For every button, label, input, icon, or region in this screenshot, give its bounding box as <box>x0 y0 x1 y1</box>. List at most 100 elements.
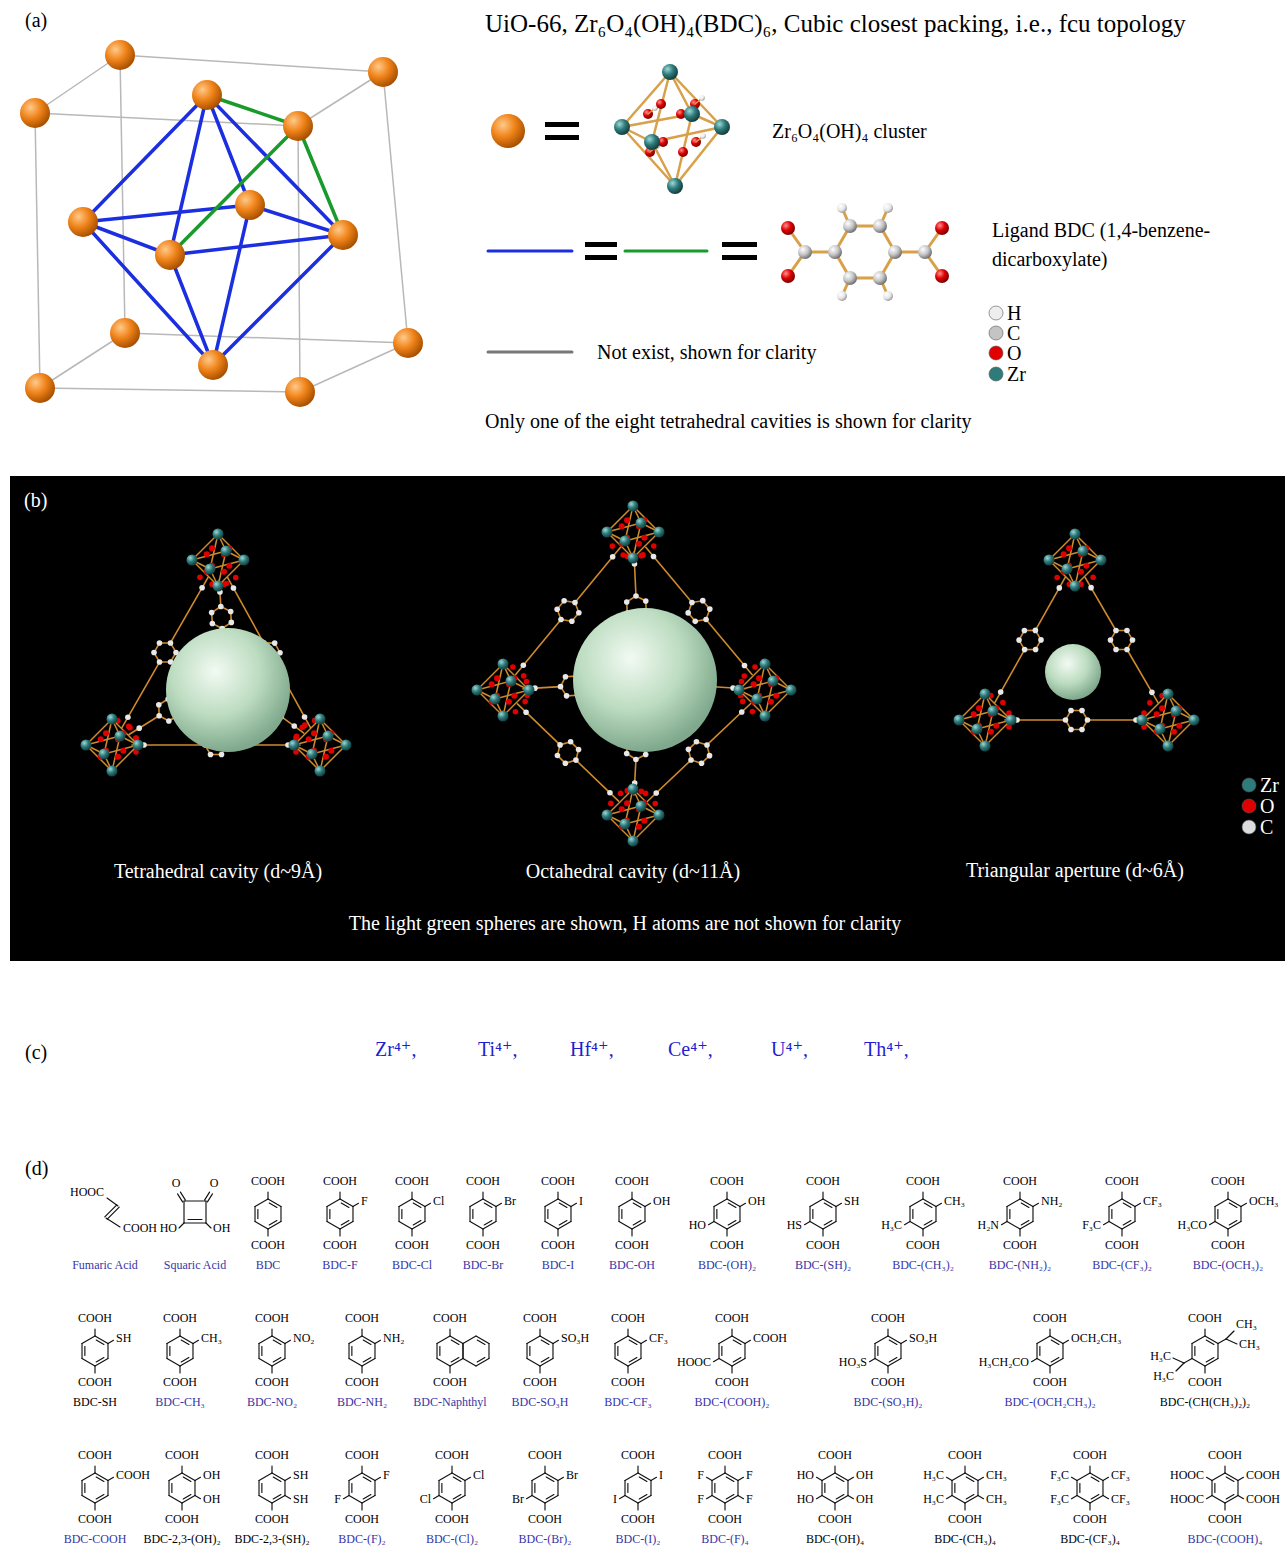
cluster-bond <box>1142 694 1168 720</box>
bond-line <box>107 1481 108 1496</box>
bond-line <box>1192 1359 1205 1367</box>
substituent-label: COOH <box>528 1513 562 1527</box>
bond-line <box>327 1222 340 1230</box>
panel-note: The light green spheres are shown, H ato… <box>349 912 902 935</box>
substituent-label: H₃C <box>923 1493 944 1507</box>
substituent-label: COOH <box>433 1312 467 1326</box>
bond-line <box>398 1207 399 1222</box>
bond-line <box>1039 1347 1040 1356</box>
zirconium-atom <box>760 711 771 722</box>
substituent-label: COOH <box>753 1332 787 1346</box>
bond-line <box>470 1222 483 1230</box>
bond-line <box>82 1473 95 1481</box>
zirconium-atom <box>614 119 630 135</box>
zirconium-atom <box>1163 689 1174 700</box>
bond-line <box>184 1200 206 1201</box>
bond-line <box>817 1477 823 1480</box>
bond-line <box>619 1222 632 1230</box>
zirconium-atom <box>980 689 991 700</box>
bond-line <box>1019 1229 1020 1236</box>
cluster-bond <box>1049 534 1075 560</box>
zirconium-atom <box>654 810 665 821</box>
bond-line <box>1020 1222 1033 1230</box>
linker-name: BDC-CF₃ <box>604 1396 652 1410</box>
bond-line <box>614 1344 615 1359</box>
carbon-atom <box>643 752 649 758</box>
substituent-label-holder: CH₃ <box>986 1493 1007 1507</box>
linker-name-holder: BDC-(COOH)₂ <box>695 1396 770 1410</box>
oxygen-atom <box>636 824 642 830</box>
bond-line <box>527 1496 533 1499</box>
substituent-label-holder: HOOC <box>1170 1493 1204 1507</box>
cluster-bond <box>633 789 659 815</box>
legend-swatch <box>989 346 1003 360</box>
linker-bond <box>517 704 560 745</box>
bond-line <box>1205 1359 1218 1367</box>
substituent-label-holder: Br <box>512 1493 524 1507</box>
bond-line <box>1091 1495 1099 1499</box>
substituent-label: COOH <box>255 1312 289 1326</box>
legend-text-holder: O <box>1260 795 1274 818</box>
bond-line <box>183 1477 191 1481</box>
substituent-label-holder: COOH <box>78 1376 112 1390</box>
oxygen-atom <box>1154 711 1160 717</box>
bond-line <box>95 1359 108 1367</box>
bond-line <box>451 1503 452 1510</box>
bond-line <box>629 1358 637 1362</box>
bond-line <box>965 1496 978 1504</box>
oxygen-atom <box>1090 574 1096 580</box>
cluster-label: Zr₆O₄(OH)₄ cluster <box>772 120 927 143</box>
legend-text-holder: C <box>1260 816 1273 839</box>
bond-line <box>964 1466 965 1473</box>
bond-line <box>1122 1222 1135 1230</box>
linker-name-holder: BDC-2,3-(SH)₂ <box>234 1533 309 1547</box>
bond-line <box>889 1340 897 1344</box>
legend-text: Zr <box>1260 774 1279 797</box>
carbon-atom <box>1149 690 1155 696</box>
carbon-atom <box>1063 717 1069 723</box>
oxygen-atom <box>752 664 758 670</box>
bond-line <box>361 1503 362 1510</box>
substituent-label: CF₃ <box>649 1332 668 1346</box>
substituent-label: H₃C <box>1153 1370 1174 1384</box>
carbon-atom <box>742 663 748 669</box>
bond-line <box>1225 1496 1238 1504</box>
substituent-label: COOH <box>345 1449 379 1463</box>
oxygen-atom <box>624 517 630 523</box>
carbon-atom <box>1016 637 1022 643</box>
bond-line <box>951 1481 952 1496</box>
bond-line <box>733 1358 741 1362</box>
substituent-label-holder: CH₃ <box>1239 1338 1260 1352</box>
bond-line <box>745 1340 751 1343</box>
linker-name-holder: BDC <box>256 1259 281 1273</box>
cluster-bond <box>477 690 503 716</box>
substituent-label: I <box>613 1493 617 1507</box>
zirconium-atom <box>99 749 110 760</box>
zirconium-atom <box>107 714 118 725</box>
bond-line <box>1184 1359 1192 1364</box>
linker-name-holder: BDC-Naphthyl <box>413 1396 486 1410</box>
substituent-label: Br <box>512 1493 524 1507</box>
legend-text-holder: Zr <box>1260 774 1279 797</box>
bond-line <box>194 1481 195 1496</box>
bond-line <box>82 1336 95 1344</box>
bond-line <box>437 1359 450 1367</box>
cavity-art <box>10 476 1285 961</box>
metal-ion-holder: U⁴⁺, <box>771 1038 808 1061</box>
carbon-atom <box>685 610 691 616</box>
carbon-atom <box>998 689 1004 695</box>
bond-line <box>284 1481 285 1496</box>
equals-bar <box>585 255 617 260</box>
bond-line <box>273 1358 281 1362</box>
metal-ion-holder: Th⁴⁺, <box>864 1038 909 1061</box>
oxygen-atom <box>1061 551 1067 557</box>
carbon-atom <box>888 245 902 259</box>
linker-bond <box>1035 577 1065 630</box>
carbon-atom <box>1124 628 1130 634</box>
substituent-label-holder: COOH <box>251 1239 285 1253</box>
legend-swatch <box>989 367 1003 381</box>
bond-line <box>169 1473 182 1481</box>
substituent-label-holder: COOH <box>1105 1239 1139 1253</box>
bond-line <box>272 1496 285 1504</box>
zirconium-atom <box>620 819 631 830</box>
